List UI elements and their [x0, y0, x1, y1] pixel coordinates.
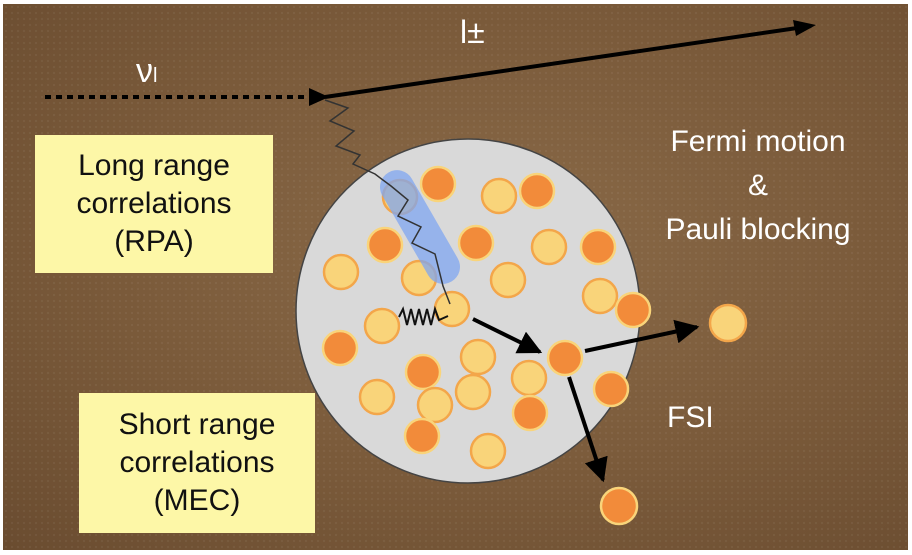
proton: [419, 165, 457, 203]
proton: [366, 226, 404, 264]
slide: νl l± Fermi motion & Pauli blocking FSI …: [3, 4, 908, 550]
lepton-label: l±: [460, 14, 485, 51]
fsi-text: FSI: [667, 401, 714, 434]
short-range-box: Short range correlations (MEC): [79, 393, 315, 533]
fermi-line-3: Pauli blocking: [665, 213, 851, 246]
proton: [404, 353, 442, 391]
proton: [403, 417, 441, 455]
neutron: [363, 307, 401, 345]
proton: [511, 394, 549, 432]
neutron: [530, 228, 568, 266]
fermi-label: Fermi motion & Pauli blocking: [643, 120, 873, 252]
proton: [579, 228, 617, 266]
lepton-symbol: l±: [460, 14, 485, 50]
neutron: [489, 261, 527, 299]
neutron: [454, 373, 492, 411]
long-range-line-1: Long range: [78, 149, 230, 182]
neutron: [459, 338, 497, 376]
fermi-line-1: Fermi motion: [670, 125, 846, 158]
neutrino-label: νl: [136, 52, 157, 91]
short-range-line-3: (MEC): [153, 484, 241, 517]
fermi-line-2: &: [747, 169, 768, 202]
neutron: [416, 386, 454, 424]
neutrino-symbol: ν: [136, 52, 153, 90]
neutrino-subscript: l: [153, 65, 158, 87]
long-range-box: Long range correlations (RPA): [35, 135, 273, 273]
proton: [518, 172, 556, 210]
fsi-label: FSI: [667, 401, 714, 435]
ejected-proton: [599, 486, 639, 526]
ejected-neutron: [708, 303, 748, 343]
neutron: [433, 290, 471, 328]
ejected-nucleon-arrow-down: [567, 376, 608, 483]
nucleons-group: [321, 165, 652, 470]
boson-zigzag: [324, 99, 451, 305]
proton: [592, 370, 630, 408]
proton: [546, 339, 584, 377]
struck-nucleon-arrow: [472, 317, 543, 354]
neutron: [469, 432, 507, 470]
neutron: [510, 359, 548, 397]
spring-zigzag: [398, 305, 449, 326]
neutron: [581, 277, 619, 315]
outgoing-lepton-arrowhead: [793, 20, 816, 36]
proton: [614, 291, 652, 329]
short-range-line-2: correlations: [119, 446, 275, 479]
incoming-neutrino-arrowhead: [309, 88, 329, 106]
long-range-line-2: correlations: [76, 187, 232, 220]
proton: [321, 329, 359, 367]
neutron: [322, 253, 360, 291]
neutron: [480, 177, 518, 215]
proton: [457, 224, 495, 262]
long-range-line-3: (RPA): [114, 225, 194, 258]
ejected-nucleon-arrow-right: [584, 319, 700, 353]
short-range-line-1: Short range: [118, 408, 276, 441]
outgoing-lepton-line: [324, 24, 812, 99]
diagram-canvas: [45, 20, 816, 526]
neutron: [358, 378, 396, 416]
